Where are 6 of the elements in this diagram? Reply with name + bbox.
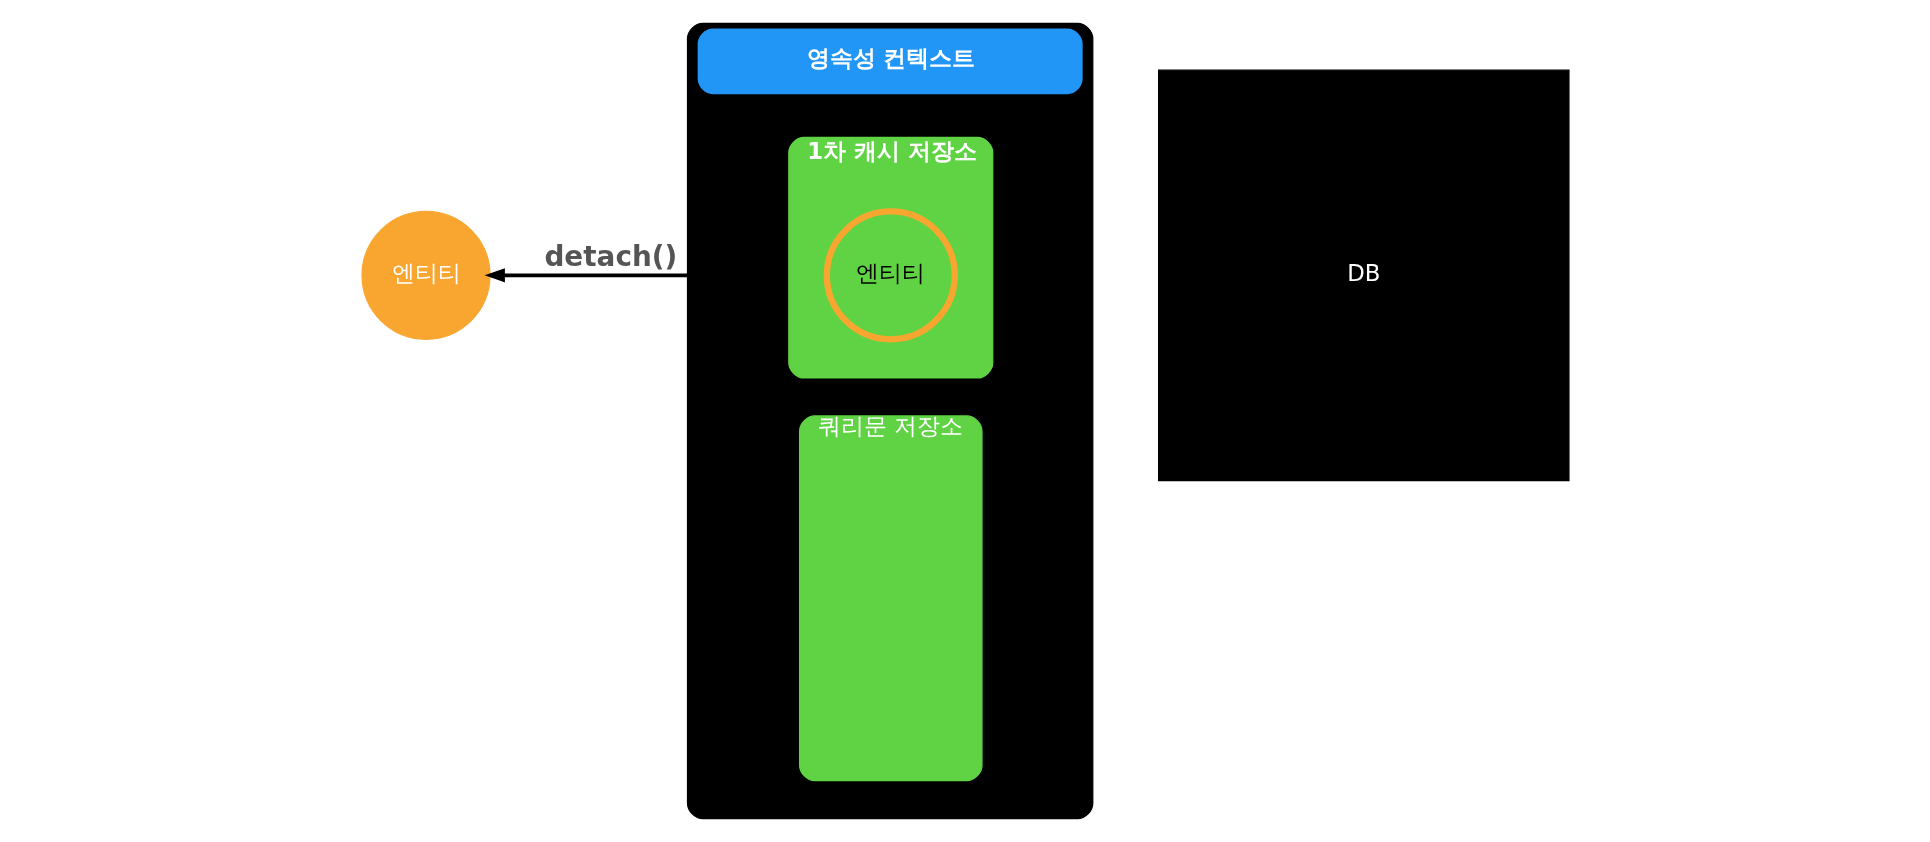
node-circle: 엔티티 [823,208,958,343]
node-box: DB [1157,69,1570,482]
arrow [484,268,688,283]
node-box: 쿼리문 저장소 [798,415,983,782]
edge-label: detach() [543,239,677,273]
node-circle: 엔티티 [360,210,491,340]
